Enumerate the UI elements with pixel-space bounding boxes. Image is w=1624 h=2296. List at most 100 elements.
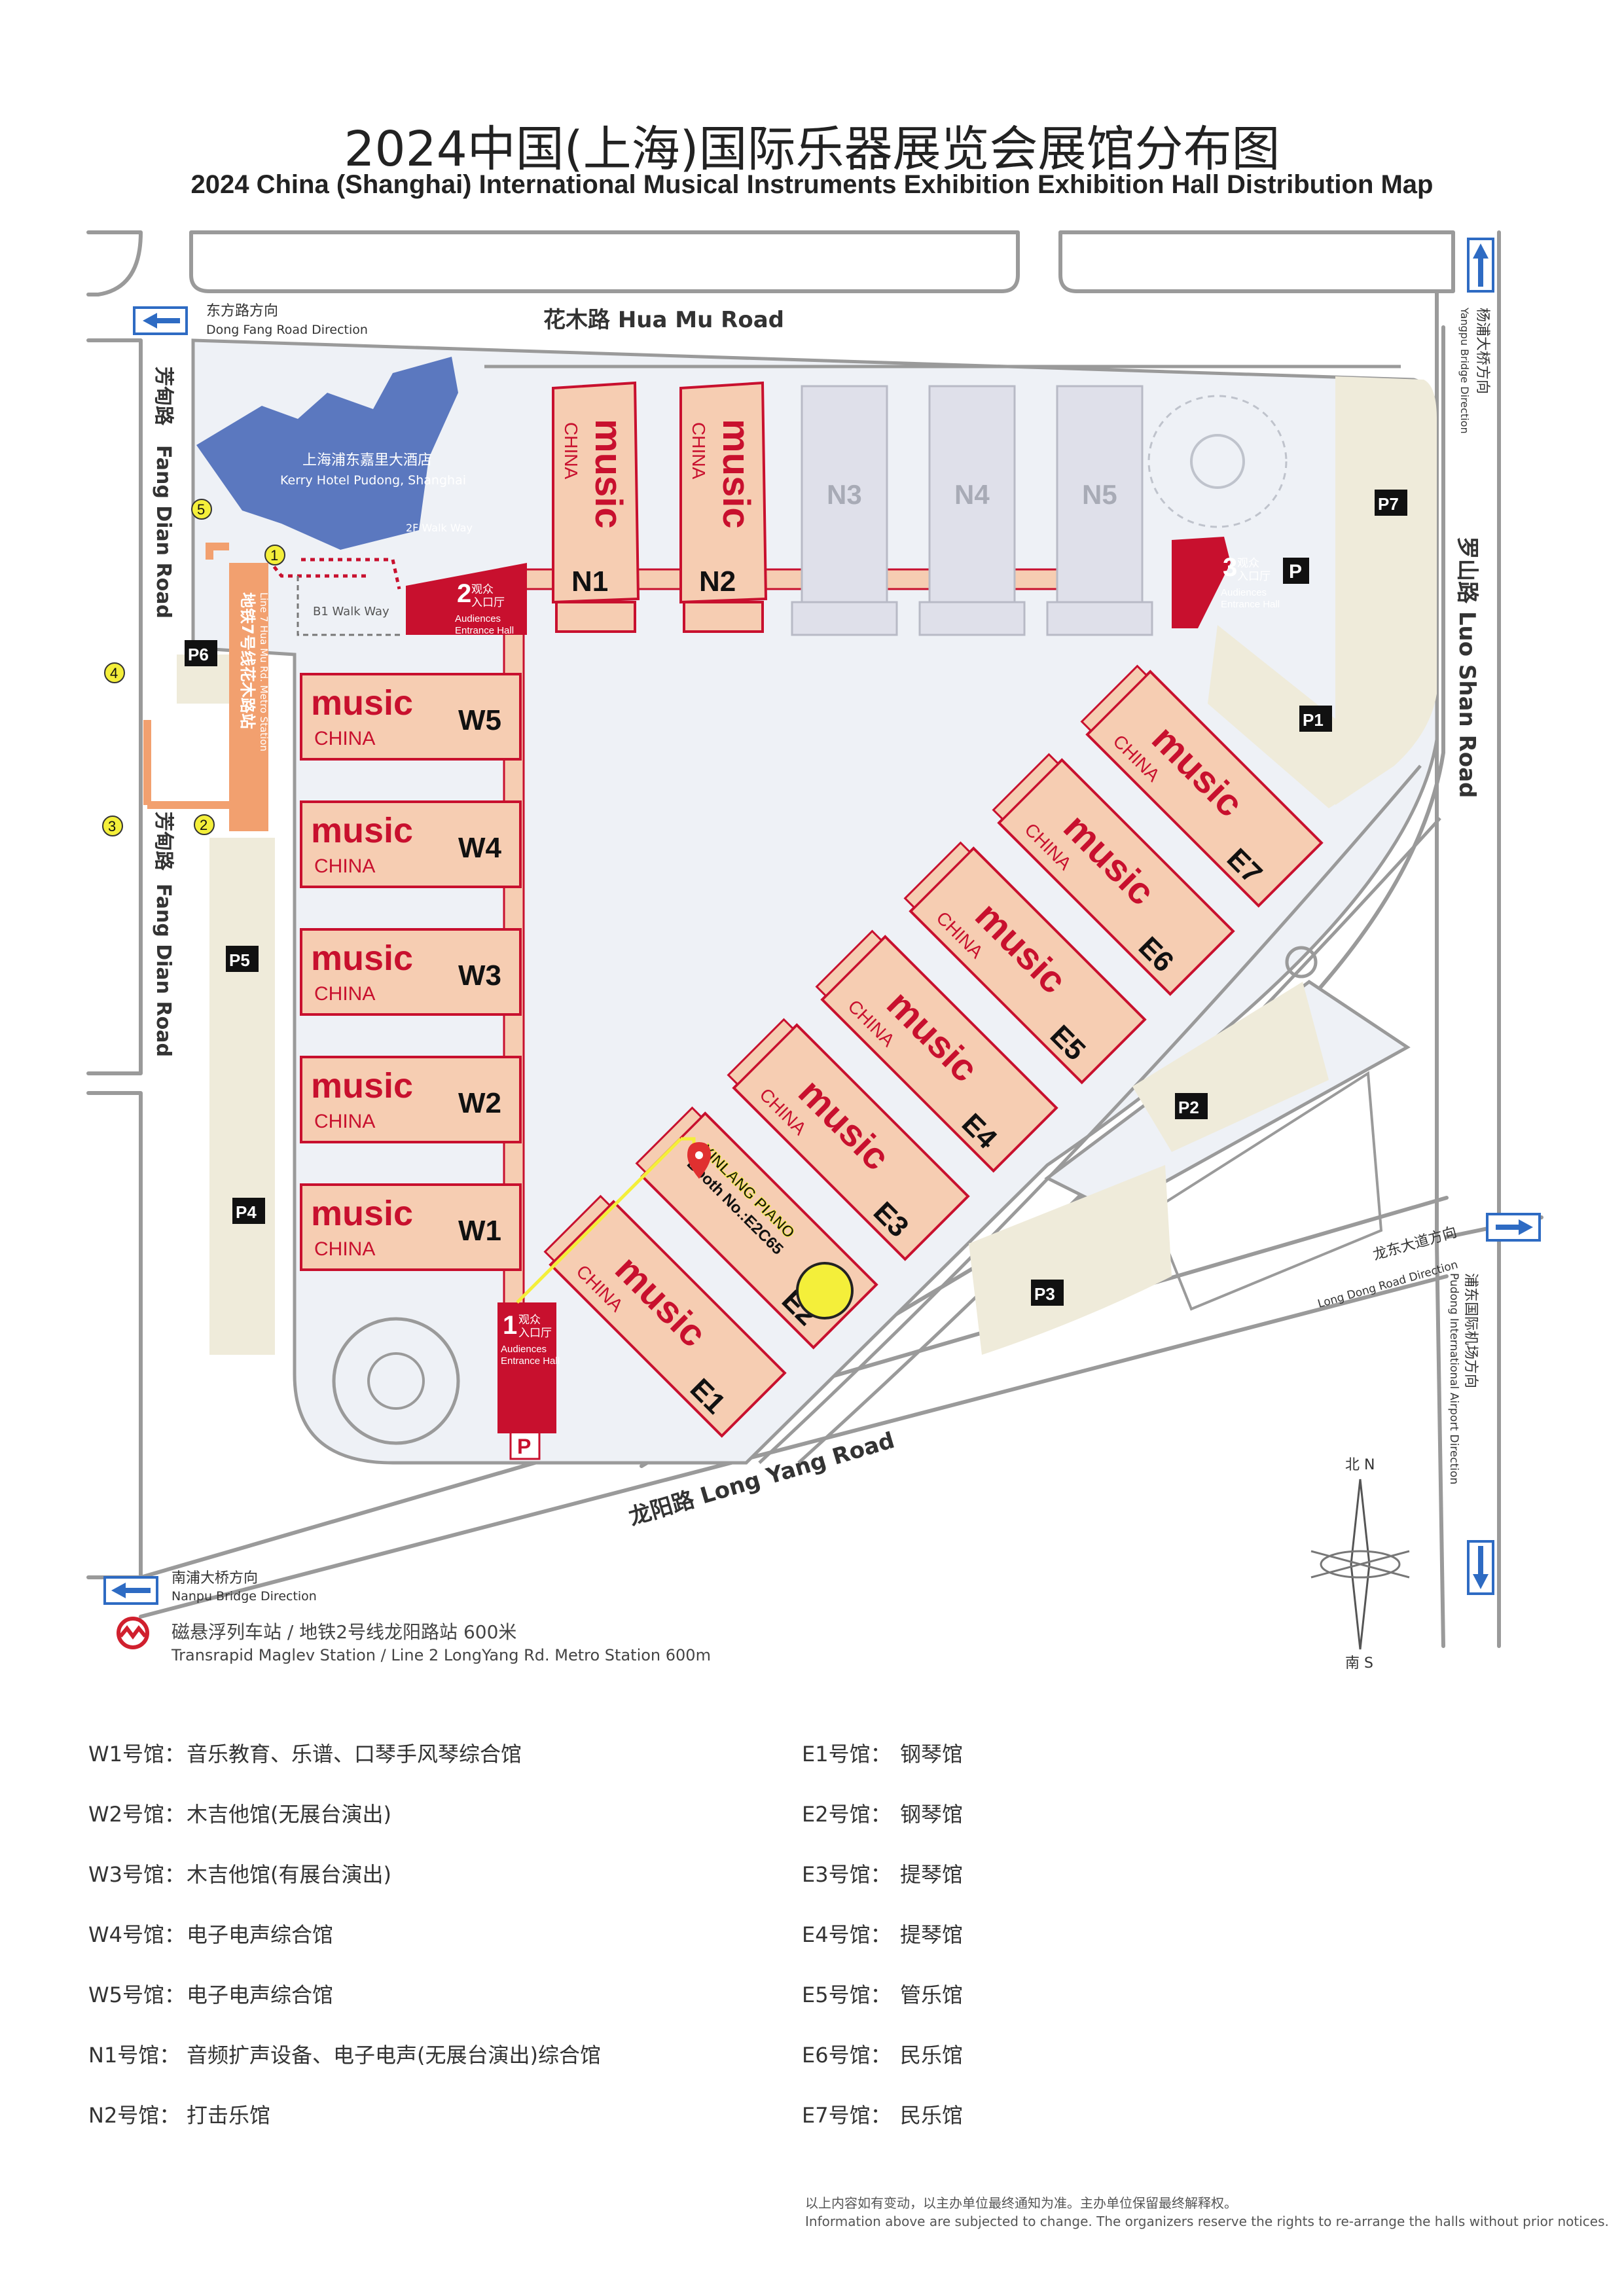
legend-row: W2号馆：木吉他馆(无展台演出) <box>88 1798 391 1828</box>
entrance-number: 3 <box>1223 553 1237 582</box>
brand-music-label: music <box>311 939 413 978</box>
legend-hall-label: E4号馆： <box>802 1922 892 1947</box>
entrance-label-cn-1: 观众 <box>471 583 494 596</box>
legend-desc-label: 木吉他馆(有展台演出) <box>187 1862 391 1887</box>
road-label-fangdian-en-2: Fang Dian Road <box>152 884 175 1057</box>
legend-desc-label: 音乐教育、乐谱、口琴手风琴综合馆 <box>187 1742 522 1767</box>
brand-music-label: music <box>311 683 413 723</box>
booth-marker <box>516 1137 854 1319</box>
hall-name-label: W4 <box>458 832 502 864</box>
parking-p5-badge: P5 <box>226 946 259 972</box>
svg-text:1: 1 <box>270 547 278 564</box>
hall-n5[interactable]: N5 <box>1046 385 1153 636</box>
venue-map: musicCHINAW5musicCHINAW4musicCHINAW3musi… <box>86 230 1543 1672</box>
entrance-label-en-1: Audiences <box>501 1344 547 1355</box>
legend-row: W5号馆：电子电声综合馆 <box>88 1979 333 2009</box>
brand-china-label: CHINA <box>314 983 375 1005</box>
legend-desc-label: 音频扩声设备、电子电声(无展台演出)综合馆 <box>187 2043 601 2068</box>
entrance-label-en-1: Audiences <box>1221 587 1267 598</box>
hall-n1[interactable]: music CHINA N1 <box>552 381 640 633</box>
legend-row: E1号馆： 钢琴馆 <box>802 1738 963 1768</box>
entrance-label-en-2: Entrance Hall <box>1221 599 1280 610</box>
legend-desc-label: 民乐馆 <box>900 2043 964 2068</box>
parking-p7-badge: P7 <box>1375 490 1407 516</box>
legend-hall-label: E7号馆： <box>802 2103 892 2128</box>
arrow-pudong-airport-icon <box>1467 1540 1494 1595</box>
entrance-label-cn-2: 入口厅 <box>518 1327 552 1340</box>
legend-hall-label: E2号馆： <box>802 1802 892 1827</box>
legend-row: E2号馆：钢琴馆 <box>802 1798 963 1828</box>
legend-hall-label: N1号馆： <box>88 2043 181 2068</box>
svg-text:P6: P6 <box>188 645 209 664</box>
metro-exit-5: 5 <box>191 499 212 520</box>
legend-row: E6号馆：民乐馆 <box>802 2039 963 2069</box>
entrance-label-en-2: Entrance Hall <box>455 625 514 636</box>
metro-logo-icon <box>117 1617 149 1649</box>
legend-desc-label: 管乐馆 <box>900 1982 964 2007</box>
svg-text:5: 5 <box>197 501 205 518</box>
footer-en: Information above are subjected to chang… <box>805 2214 1609 2229</box>
legend-row: E7号馆：民乐馆 <box>802 2099 963 2129</box>
arrow-longdong-icon <box>1486 1213 1541 1242</box>
hall-n4[interactable]: N4 <box>918 385 1026 636</box>
page-title: 2024中国(上海)国际乐器展览会展馆分布图 <box>344 121 1280 177</box>
road-label-yangpu-cn: 杨浦大桥方向 <box>1474 308 1490 394</box>
road-label-huamu: 花木路 Hua Mu Road <box>543 307 784 333</box>
svg-text:P: P <box>1289 561 1302 583</box>
hall-name-label: N1 <box>571 565 608 598</box>
brand-china-label: CHINA <box>314 728 375 749</box>
brand-music-label: music <box>715 419 757 529</box>
legend-row: W1号馆：音乐教育、乐谱、口琴手风琴综合馆 <box>88 1738 522 1768</box>
entrance-label-cn-2: 入口厅 <box>471 596 505 609</box>
legend-row: N1号馆：音频扩声设备、电子电声(无展台演出)综合馆 <box>88 2039 601 2069</box>
hotel-label-cn: 上海浦东嘉里大酒店 <box>302 452 432 469</box>
road-label-nanpu-en: Nanpu Bridge Direction <box>171 1589 317 1604</box>
legend-hall-label: W3号馆： <box>88 1862 186 1887</box>
legend-row: E4号馆： 提琴馆 <box>802 1918 963 1948</box>
metro-station-block <box>229 563 268 831</box>
hall-name-label: W5 <box>458 704 501 736</box>
legend-hall-label: E3号馆： <box>802 1862 892 1887</box>
brand-music-label: music <box>587 419 630 529</box>
metro-station-label-cn: 地铁7号线花木路站 <box>238 592 257 729</box>
road-label-luoshan: 罗山路 Luo Shan Road <box>1454 537 1480 798</box>
legend-row: E3号馆：提琴馆 <box>802 1858 963 1888</box>
entrance-label-cn-1: 观众 <box>1237 557 1259 570</box>
brand-china-label: CHINA <box>561 422 581 479</box>
legend-hall-label: E1号馆： <box>802 1742 892 1767</box>
svg-text:2: 2 <box>200 817 208 833</box>
hall-name-label: W3 <box>458 960 501 992</box>
entrance-number: 2 <box>457 579 471 608</box>
legend-desc-label: 提琴馆 <box>900 1922 964 1947</box>
metro-exit-3: 3 <box>102 816 123 836</box>
legend-desc-label: 钢琴馆 <box>900 1742 964 1767</box>
parking-p2-badge: P2 <box>1175 1093 1208 1119</box>
legend-hall-label: W5号馆： <box>88 1982 186 2007</box>
hotel-label-en: Kerry Hotel Pudong, Shanghai <box>280 473 466 488</box>
hall-name-label: N3 <box>827 479 862 510</box>
compass-icon <box>1310 1479 1410 1650</box>
svg-text:P3: P3 <box>1034 1284 1055 1304</box>
road-label-yangpu-en: Yangpu Bridge Direction <box>1458 307 1471 434</box>
hall-n3[interactable]: N3 <box>791 385 898 636</box>
hotel-building <box>196 357 458 550</box>
entrance-label-cn-2: 入口厅 <box>1237 570 1271 583</box>
svg-text:4: 4 <box>110 665 118 681</box>
hall-name-label: N5 <box>1082 479 1117 510</box>
entrance-label-en-2: Entrance Hall <box>501 1355 560 1367</box>
direction-arrows <box>103 238 1541 1605</box>
svg-text:3: 3 <box>108 818 116 834</box>
road-label-fangdian-cn-1: 芳甸路 <box>152 367 175 426</box>
